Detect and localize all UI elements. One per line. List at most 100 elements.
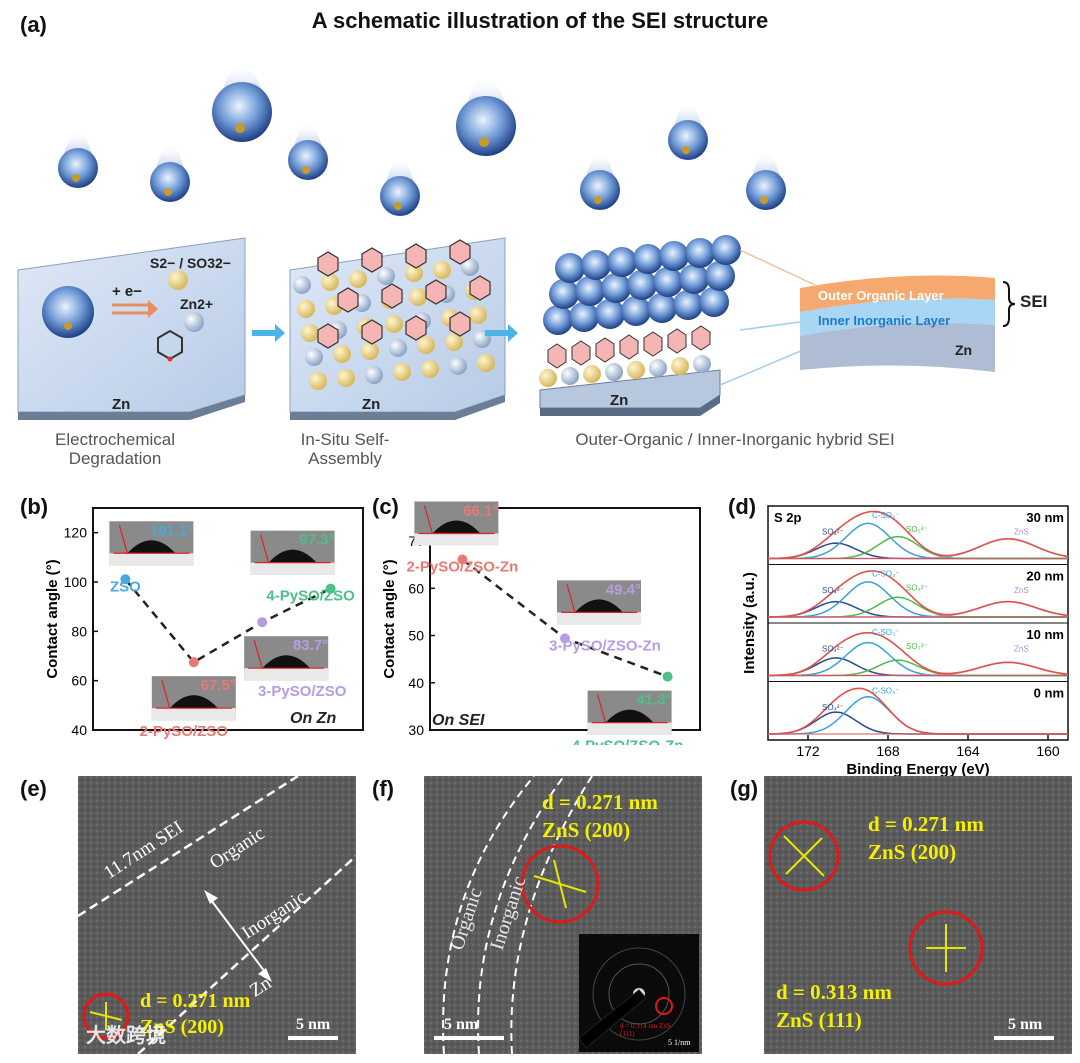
inner-layer-label: Inner Inorganic Layer: [818, 313, 951, 328]
peak-label-so4: SO₄²⁻: [822, 527, 844, 536]
y-axis-label: Contact angle (°): [44, 559, 61, 678]
y-tick-label: 60: [408, 580, 424, 596]
ion-ball: [305, 348, 323, 366]
pyridine-ring: [619, 334, 639, 360]
plane-e: ZnS (200): [140, 1016, 224, 1038]
sample-name-label: 3-PySO/ZSO: [258, 683, 347, 700]
watermark: 大数跨境: [86, 1025, 166, 1047]
droplet-shape: [268, 549, 317, 563]
ion-ball: [393, 363, 411, 381]
peak-label-cso3: C-SO₃⁻: [872, 687, 899, 696]
y-tick-label: 50: [408, 628, 424, 644]
x-axis-label: Binding Energy (eV): [846, 761, 989, 778]
sei-schematic: [17, 63, 1016, 420]
pyridine-ring: [691, 325, 711, 351]
ion-ball: [417, 336, 435, 354]
ion-ball: [385, 315, 403, 333]
step1-zn-label: Zn: [112, 396, 131, 413]
solvation-droplet: [711, 235, 741, 265]
ion-ball: [333, 345, 351, 363]
ion-ball: [309, 372, 327, 390]
solvation-droplet: [673, 290, 703, 320]
solvation-droplet: [659, 241, 689, 271]
sample-name-label: 2-PySO/ZSO-Zn: [407, 558, 519, 575]
plane-f: ZnS (200): [542, 818, 631, 842]
caption-step2: In-Situ Self-Assembly: [300, 430, 390, 468]
pyridine-ring: [425, 279, 447, 305]
zn-sheet-step1: [17, 237, 246, 420]
depth-label: 10 nm: [1026, 627, 1064, 642]
y-tick-label: 80: [71, 623, 87, 639]
tem-image-f: Organic Inorganic d = 0.271 nm ZnS (200)…: [424, 776, 702, 1054]
solvation-droplet: [699, 287, 729, 317]
peak-label-so4: SO₄²⁻: [822, 703, 844, 712]
zn-ion-label: Zn2+: [180, 296, 214, 312]
d-spacing-f: d = 0.271 nm: [542, 790, 658, 814]
y-tick-label: 60: [71, 673, 87, 689]
ion-ball: [405, 264, 423, 282]
pyridine-ring: [405, 243, 427, 269]
pyridine-ring: [595, 337, 615, 363]
ion-ball: [349, 270, 367, 288]
fit-envelope: [767, 510, 1069, 560]
ion-ball: [469, 306, 487, 324]
solvation-droplet: [601, 273, 631, 303]
solvation-droplet: [595, 299, 625, 329]
pyridine-ring: [337, 287, 359, 313]
d-spacing-g1: d = 0.271 nm: [868, 812, 984, 836]
pyridine-ring: [381, 283, 403, 309]
pyridine-ring: [667, 328, 687, 354]
caption-step1: Electrochemical Degradation: [55, 430, 175, 468]
peak-label-so4: SO₄²⁻: [822, 586, 844, 595]
depth-label: 0 nm: [1034, 686, 1064, 701]
angle-value-label: 41.3°: [636, 692, 671, 709]
zn-sheet-step3: [539, 369, 721, 416]
solvation-droplet: [569, 302, 599, 332]
fit-envelope: [767, 570, 1069, 618]
scale-g: 5 nm: [1008, 1016, 1043, 1033]
droplet-shape: [575, 599, 623, 613]
tangent-line: [423, 505, 433, 534]
panel-g-label: (g): [730, 776, 759, 801]
panel-e-label: (e): [20, 776, 47, 801]
peak-label-so3: SO₃²⁻: [906, 525, 928, 534]
d-spacing-g2: d = 0.313 nm: [776, 980, 892, 1004]
depth-label: 30 nm: [1026, 510, 1064, 525]
ion-ball: [297, 300, 315, 318]
outer-layer-label: Outer Organic Layer: [818, 288, 944, 303]
pyridine-ring: [317, 323, 339, 349]
angle-value-label: 101.1°: [150, 522, 194, 539]
x-tick-label: 168: [876, 743, 900, 759]
plot-frame: [92, 507, 364, 731]
y-tick-label: 30: [408, 722, 424, 738]
solvation-droplet: [633, 244, 663, 274]
ion-ball: [477, 354, 495, 372]
droplet-photo-base: [109, 553, 194, 566]
peak-label-so3: SO₃²⁻: [906, 642, 928, 651]
droplet-shape: [605, 709, 654, 723]
ion-ball: [293, 276, 311, 294]
pyridine-ring: [547, 343, 567, 369]
sample-name-label: 3-PySO/ZSO-Zn: [549, 637, 661, 654]
arrow-step1-icon: [252, 324, 285, 342]
data-point: [662, 671, 673, 682]
solvation-droplet: [543, 305, 573, 335]
step3-zn-label: Zn: [610, 392, 629, 409]
data-point: [120, 574, 131, 585]
ions-label: S2− / SO32−: [150, 255, 231, 271]
y-tick-label: 40: [408, 675, 424, 691]
droplet-shape: [127, 540, 176, 554]
y-axis-label: Intensity (a.u.): [741, 572, 758, 674]
droplet-photo-base: [151, 708, 236, 721]
angle-value-label: 83.7°: [293, 637, 328, 654]
fit-envelope: [768, 687, 1068, 735]
sei-label: SEI: [1020, 292, 1048, 311]
solvation-droplet: [627, 270, 657, 300]
ion-ball: [583, 365, 601, 383]
pyridine-ring: [405, 315, 427, 341]
droplet-photo-base: [414, 533, 499, 546]
ion-ball: [321, 273, 339, 291]
plane-g2: ZnS (111): [776, 1008, 862, 1032]
sample-name-label: 4-PySO/ZSO-Zn: [572, 738, 684, 745]
x-tick-label: 160: [1036, 743, 1060, 759]
